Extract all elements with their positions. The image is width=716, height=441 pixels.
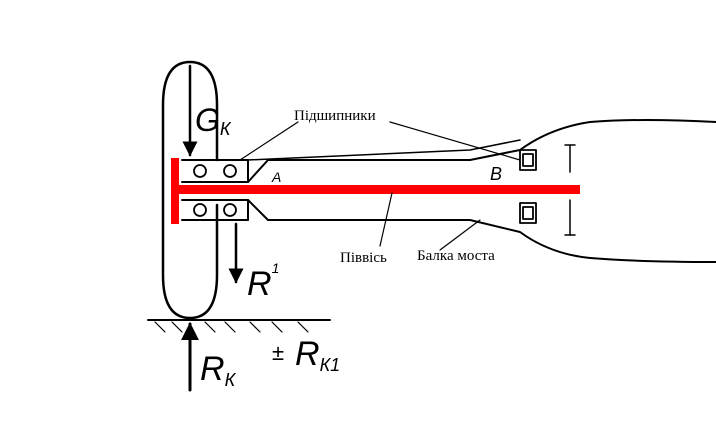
wheel-outline: [161, 60, 219, 320]
bearings-icon: [193, 164, 237, 217]
point-b-label: B: [490, 164, 502, 184]
bearings-label: Підшипники: [294, 108, 376, 124]
half-axle-label: Піввісь: [340, 250, 387, 266]
g-force-label: GК: [195, 102, 232, 139]
axle-beam-label: Балка моста: [417, 248, 495, 264]
leader-lines: [239, 121, 521, 251]
point-a-label: A: [271, 169, 281, 185]
r-prime-label: R1: [247, 260, 279, 303]
rk1-label: ±RК1: [272, 335, 340, 375]
rk-label: RК: [200, 350, 237, 390]
axle-beam-upper-line: [247, 139, 521, 161]
ground: [147, 319, 331, 333]
axle-beam-outline: [247, 119, 716, 263]
half-axle-shaft: [171, 185, 580, 194]
differential-dimension-marks: [564, 144, 576, 236]
bearing-housing: [181, 159, 249, 221]
